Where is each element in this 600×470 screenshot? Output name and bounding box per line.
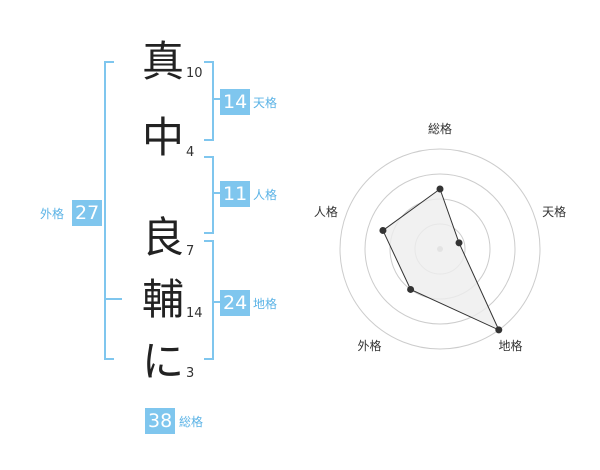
radar-axis-label-2: 天格 bbox=[542, 204, 566, 219]
radar-grid-ring bbox=[364, 173, 516, 325]
tenkaku-connector bbox=[214, 98, 222, 100]
jinkaku-bracket bbox=[204, 156, 214, 234]
chikaku-label: 地格 bbox=[253, 297, 278, 311]
gaikaku-label: 外格 bbox=[40, 207, 65, 221]
name-char-4: 輔 bbox=[141, 275, 184, 324]
chikaku-value: 24 bbox=[220, 290, 251, 316]
gaikaku-mid-connector bbox=[104, 298, 122, 300]
name-char-1: 真 bbox=[141, 37, 184, 86]
radar-points bbox=[379, 185, 503, 334]
jinkaku-connector bbox=[214, 192, 222, 194]
chikaku-bracket bbox=[204, 240, 214, 360]
radar-axis-label-4: 外格 bbox=[357, 338, 381, 353]
stroke-count-1: 10 bbox=[186, 66, 203, 81]
name-char-5: に bbox=[141, 337, 184, 386]
soukaku-value: 38 bbox=[145, 408, 176, 434]
gaikaku-bracket bbox=[104, 61, 114, 360]
soukaku-label: 総格 bbox=[179, 415, 204, 429]
gaikaku-value: 27 bbox=[72, 200, 103, 226]
chikaku-connector bbox=[214, 301, 222, 303]
tenkaku-value: 14 bbox=[220, 89, 251, 115]
radar-point-5 bbox=[379, 226, 387, 234]
tenkaku-bracket bbox=[204, 61, 214, 141]
radar-axis-label-1: 総格 bbox=[428, 121, 452, 136]
jinkaku-label: 人格 bbox=[253, 188, 278, 202]
stroke-count-4: 14 bbox=[186, 306, 203, 321]
tenkaku-label: 天格 bbox=[253, 96, 278, 110]
jinkaku-value: 11 bbox=[220, 181, 251, 207]
stroke-count-2: 4 bbox=[186, 145, 195, 160]
radar-point-4 bbox=[407, 285, 415, 293]
radar-axis-label-5: 人格 bbox=[314, 204, 338, 219]
name-char-3: 良 bbox=[141, 213, 184, 262]
stroke-count-3: 7 bbox=[186, 244, 195, 259]
radar-point-1 bbox=[436, 185, 444, 193]
radar-point-3 bbox=[495, 326, 503, 334]
radar-point-2 bbox=[455, 239, 463, 247]
radar-grid-ring bbox=[339, 148, 541, 350]
stroke-count-5: 3 bbox=[186, 366, 195, 381]
radar-axis-label-3: 地格 bbox=[499, 338, 523, 353]
name-char-2: 中 bbox=[141, 113, 184, 162]
radar-area bbox=[382, 188, 500, 331]
